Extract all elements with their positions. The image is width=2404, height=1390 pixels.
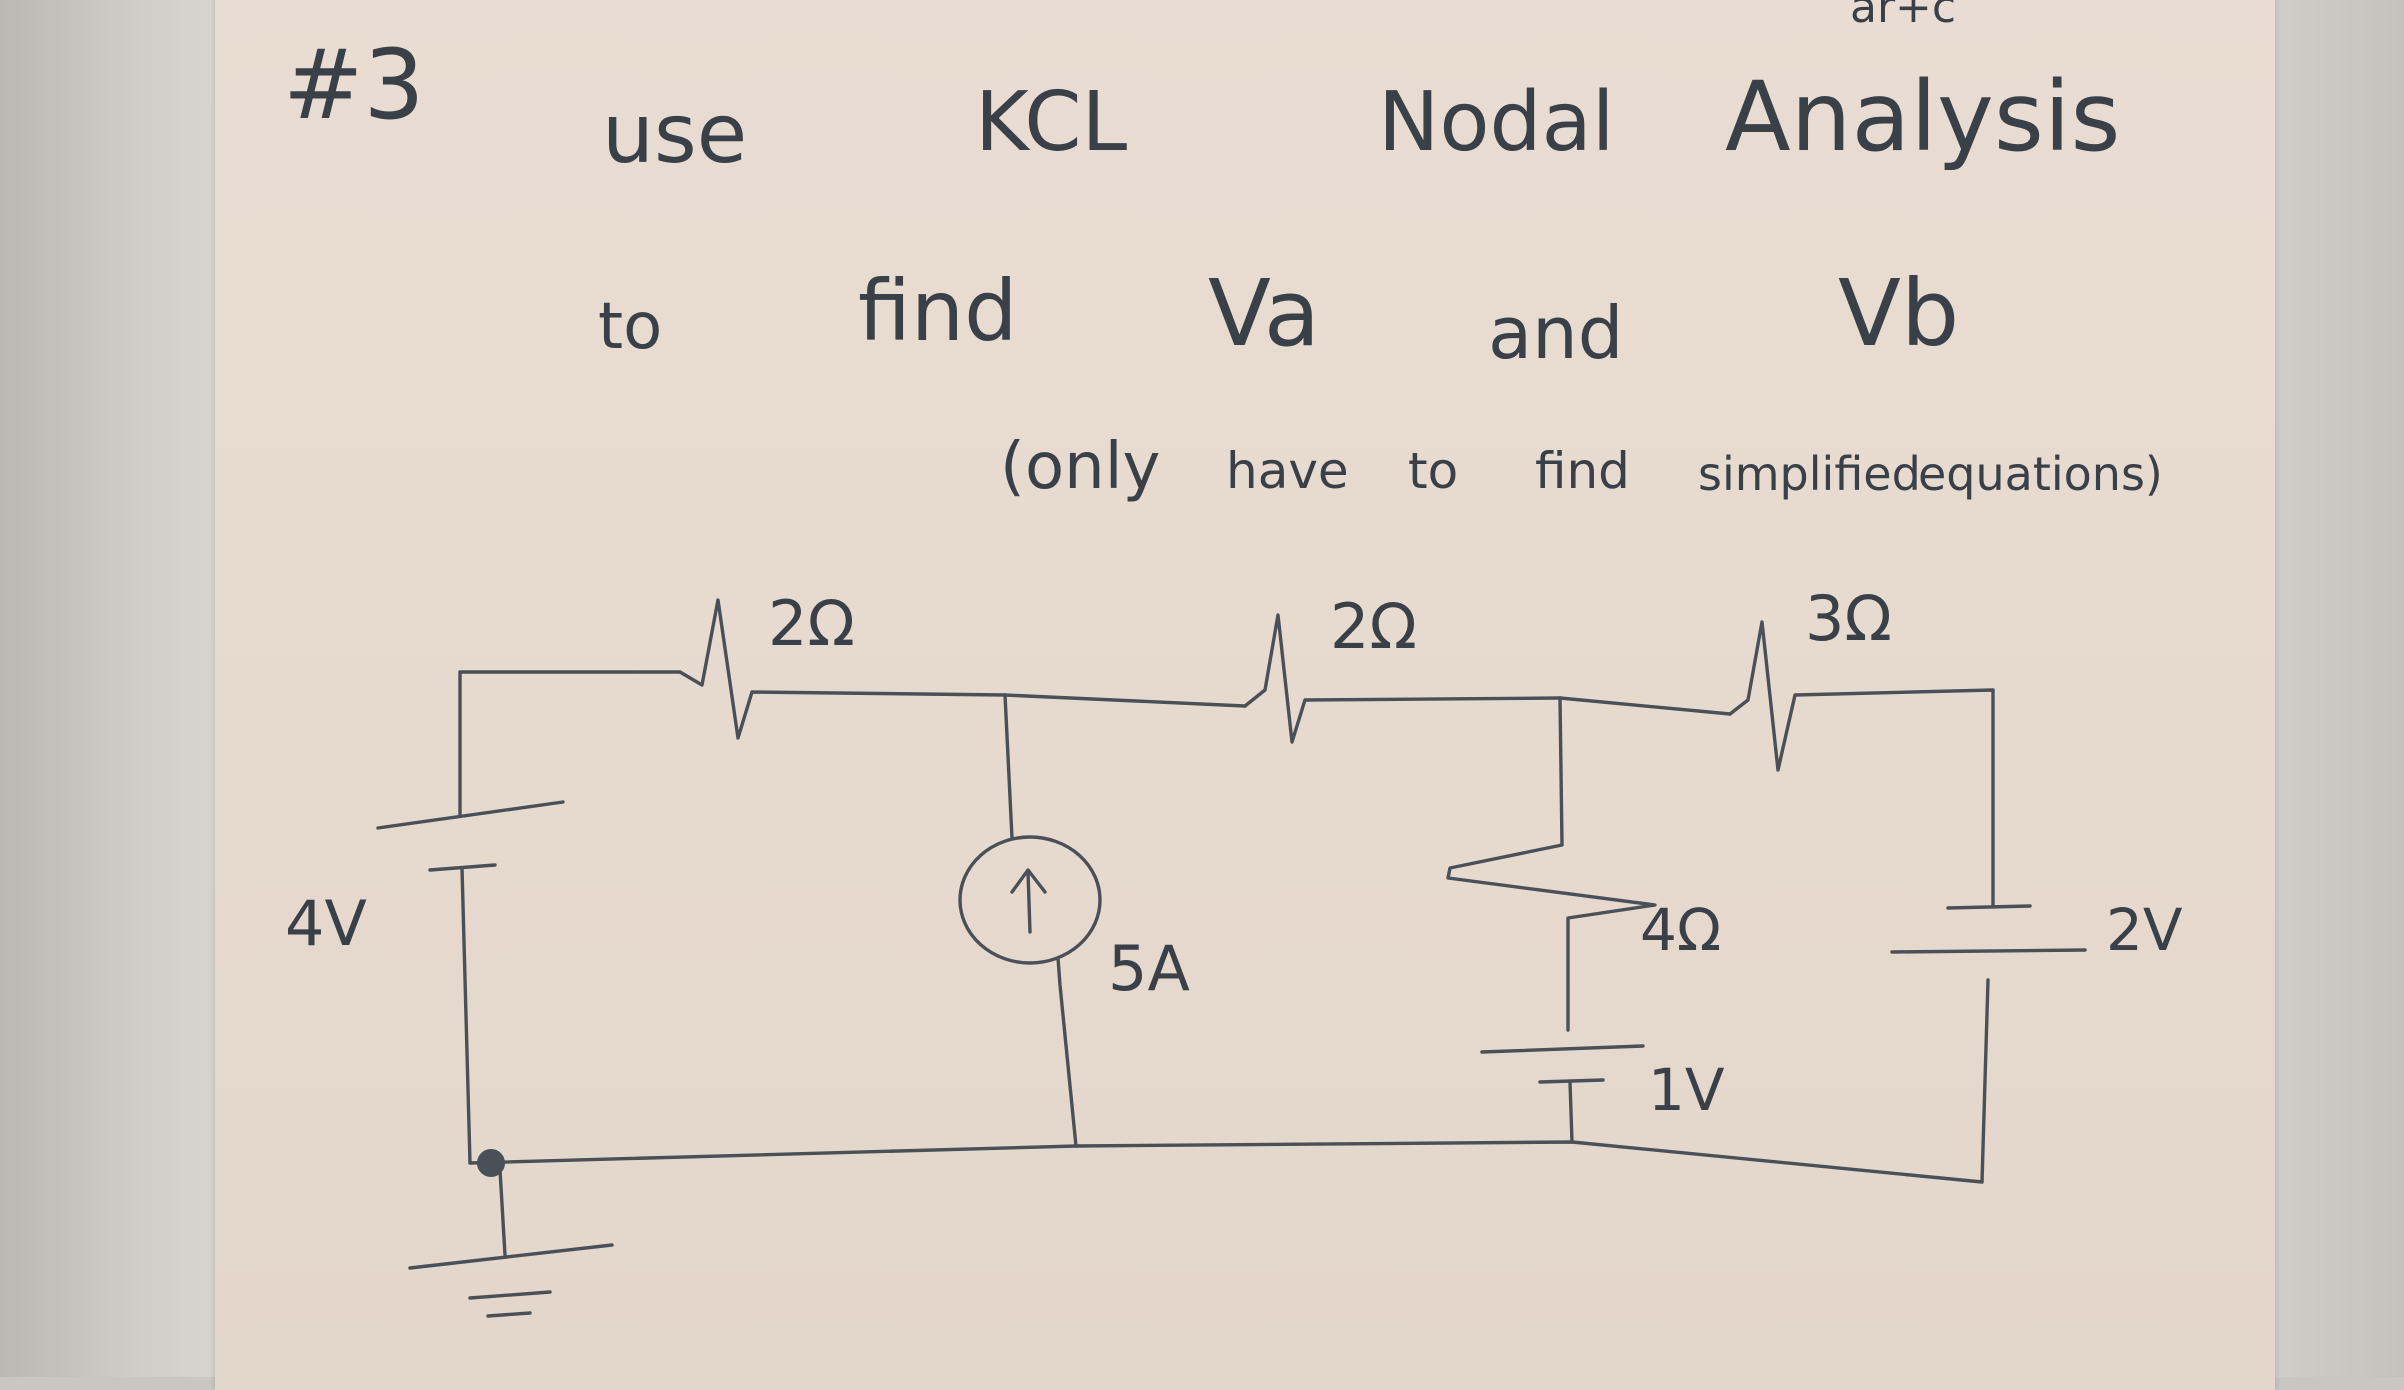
note-only: (only xyxy=(1000,430,1160,504)
ground-node-dot xyxy=(477,1149,505,1177)
background-left xyxy=(0,0,225,1377)
note-to: to xyxy=(1408,442,1458,500)
ground-icon xyxy=(408,1168,614,1318)
resistor-left xyxy=(678,598,1007,740)
wire-left-bottom xyxy=(460,866,472,1165)
current-source-arrow-icon xyxy=(1010,868,1047,934)
note-equations: equations) xyxy=(1918,447,2163,501)
word-find: find xyxy=(858,262,1017,360)
note-simplified: simplified xyxy=(1698,447,1921,501)
label-src-shunt: 1V xyxy=(1648,1056,1725,1124)
background-right xyxy=(2274,0,2404,1377)
top-partial-text: ar+c xyxy=(1850,0,1956,33)
label-src-current: 5A xyxy=(1108,932,1190,1005)
resistor-mid xyxy=(1243,613,1562,744)
label-r-shunt: 4Ω xyxy=(1640,896,1721,964)
wire-va-down xyxy=(1003,693,1014,840)
current-source-circle xyxy=(958,835,1102,965)
battery-1v-long-plate xyxy=(1480,1044,1645,1054)
label-r-mid: 2Ω xyxy=(1330,590,1417,663)
battery-2v-long-plate xyxy=(1890,948,2087,954)
paper-sheet xyxy=(215,0,2275,1390)
battery-1v-short-plate xyxy=(1538,1078,1605,1084)
note-find: find xyxy=(1535,442,1630,500)
label-src-left: 4V xyxy=(285,887,367,960)
wire-left-top xyxy=(458,670,682,817)
word-to: to xyxy=(598,290,662,364)
wire-vb-right xyxy=(1558,696,1732,716)
problem-number: #3 xyxy=(283,29,425,141)
label-r-left: 2Ω xyxy=(768,587,855,660)
word-kcl: KCL xyxy=(975,75,1128,170)
wire-va-mid xyxy=(1003,693,1247,708)
battery-4v-long-plate xyxy=(376,800,565,830)
note-have: have xyxy=(1226,442,1349,500)
wire-bottom xyxy=(468,1140,1984,1184)
word-use: use xyxy=(602,87,747,182)
wire-1v-down xyxy=(1568,1080,1574,1144)
label-src-right: 2V xyxy=(2106,896,2183,964)
wire-cs-down xyxy=(1056,956,1078,1148)
wire-vb-down xyxy=(1446,696,1657,1032)
label-va: Va xyxy=(1208,260,1320,367)
label-vb: Vb xyxy=(1838,260,1959,367)
wire-2v-down xyxy=(1980,978,1990,1184)
label-r-right: 3Ω xyxy=(1805,582,1892,655)
battery-2v-short-plate xyxy=(1946,904,2032,910)
resistor-right xyxy=(1728,620,1995,907)
word-and: and xyxy=(1488,291,1623,375)
word-nodal: Nodal xyxy=(1378,75,1615,170)
word-analysis: Analysis xyxy=(1725,61,2121,173)
